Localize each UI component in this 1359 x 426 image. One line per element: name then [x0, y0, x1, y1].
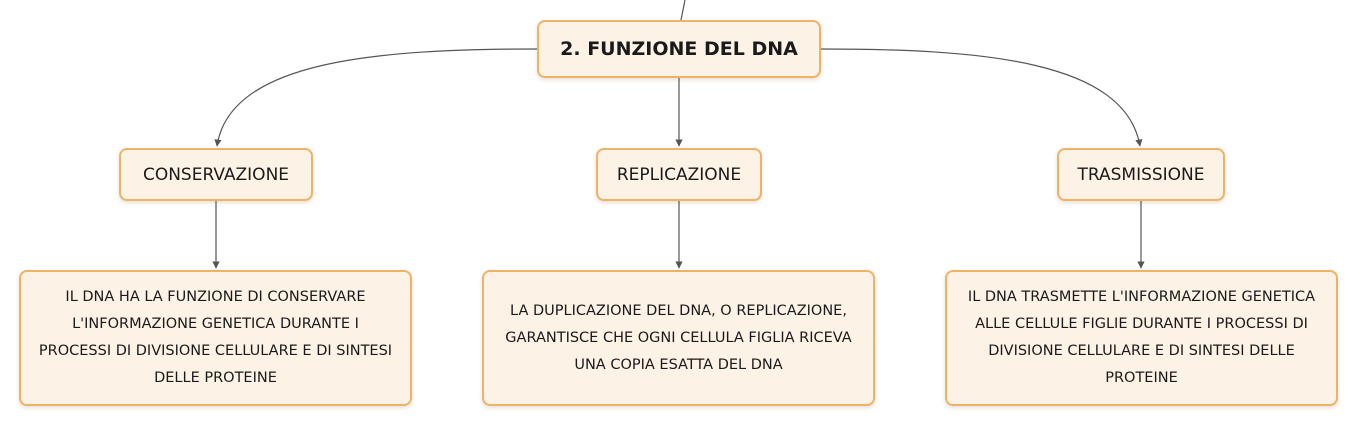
branch-label-trasmissione: TRASMISSIONE: [1077, 164, 1205, 185]
root-title: 2. FUNZIONE DEL DNA: [560, 38, 798, 60]
leaf-node-trasmissione[interactable]: IL DNA TRASMETTE L'INFORMAZIONE GENETICA…: [945, 270, 1338, 406]
branch-node-replicazione[interactable]: REPLICAZIONE: [596, 148, 762, 201]
branch-node-trasmissione[interactable]: TRASMISSIONE: [1057, 148, 1225, 201]
branch-label-conservazione: CONSERVAZIONE: [142, 164, 290, 185]
incoming-connector: [680, 0, 686, 21]
leaf-text-conservazione: IL DNA HA LA FUNZIONE DI CONSERVARE L'IN…: [38, 289, 393, 386]
branch-node-conservazione[interactable]: CONSERVAZIONE: [119, 148, 313, 201]
connector-root-conservazione: [214, 48, 538, 147]
connector-root-trasmissione: [820, 48, 1143, 147]
leaf-node-replicazione[interactable]: LA DUPLICAZIONE DEL DNA, O REPLICAZIONE,…: [482, 270, 875, 406]
branch-label-replicazione: REPLICAZIONE: [616, 164, 742, 185]
leaf-text-trasmissione: IL DNA TRASMETTE L'INFORMAZIONE GENETICA…: [967, 289, 1316, 386]
leaf-text-replicazione: LA DUPLICAZIONE DEL DNA, O REPLICAZIONE,…: [505, 302, 852, 373]
leaf-node-conservazione[interactable]: IL DNA HA LA FUNZIONE DI CONSERVARE L'IN…: [19, 270, 412, 406]
root-node[interactable]: 2. FUNZIONE DEL DNA: [537, 20, 821, 78]
